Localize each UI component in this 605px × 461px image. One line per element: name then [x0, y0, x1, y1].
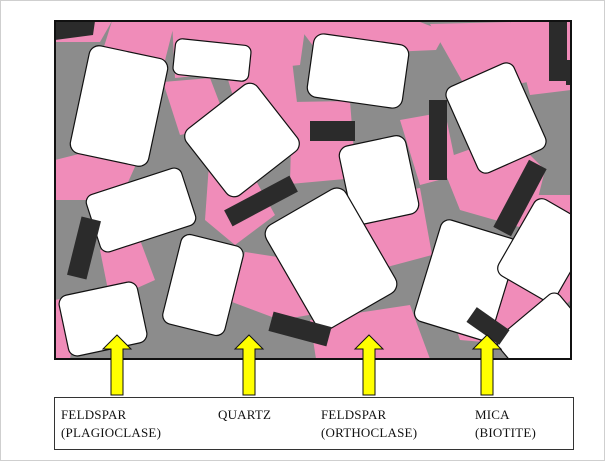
- biotite-flake: [429, 100, 447, 180]
- label-line: MICA: [475, 406, 536, 424]
- quartz-grain: [306, 33, 410, 110]
- label-line: FELDSPAR: [61, 406, 161, 424]
- mineral-grains: [55, 20, 596, 390]
- legend-box: FELDSPAR (PLAGIOCLASE) QUARTZ FELDSPAR (…: [54, 397, 574, 450]
- label-line: (PLAGIOCLASE): [61, 424, 161, 442]
- label-line: (BIOTITE): [475, 424, 536, 442]
- label-quartz: QUARTZ: [218, 406, 271, 424]
- label-feldspar-plagioclase: FELDSPAR (PLAGIOCLASE): [61, 406, 161, 442]
- biotite-flake: [549, 21, 567, 81]
- label-feldspar-orthoclase: FELDSPAR (ORTHOCLASE): [321, 406, 417, 442]
- label-line: FELDSPAR: [321, 406, 417, 424]
- label-line: QUARTZ: [218, 406, 271, 424]
- label-mica-biotite: MICA (BIOTITE): [475, 406, 536, 442]
- label-line: (ORTHOCLASE): [321, 424, 417, 442]
- biotite-flake: [310, 121, 355, 141]
- quartz-grain: [172, 38, 251, 82]
